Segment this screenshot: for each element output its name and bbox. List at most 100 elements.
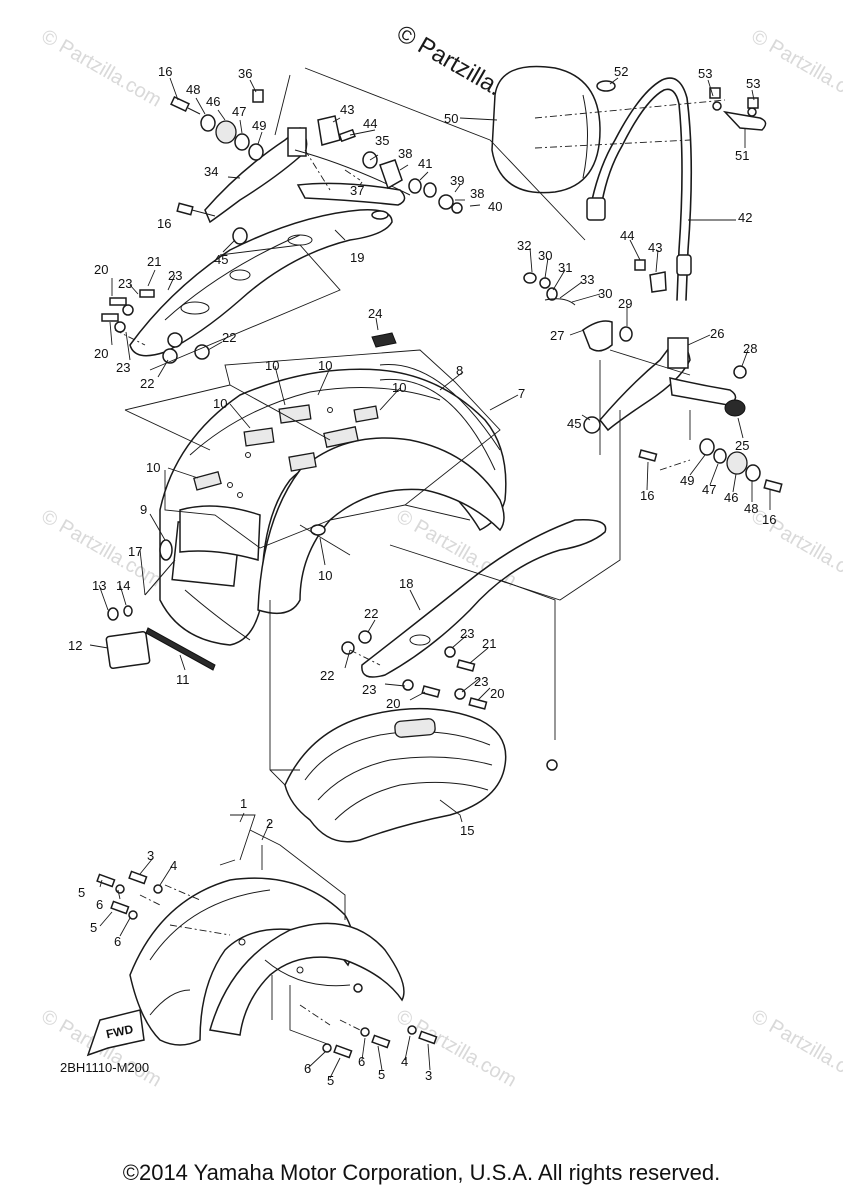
callout-43: 43 [340, 102, 354, 117]
fwd-label: FWD [105, 1022, 135, 1041]
left-side-bracket [204, 126, 411, 224]
right-rail [341, 519, 607, 710]
diagram-code: 2BH1110-M200 [60, 1060, 149, 1075]
callout-7: 7 [518, 386, 525, 401]
callout-23: 23 [362, 682, 376, 697]
leader-lines [89, 77, 771, 1079]
callout-30: 30 [598, 286, 612, 301]
callout-42: 42 [738, 210, 752, 225]
callout-22: 22 [320, 668, 334, 683]
left-rail [129, 209, 393, 357]
callout-5: 5 [327, 1073, 334, 1088]
callout-6: 6 [96, 897, 103, 912]
callout-22: 22 [364, 606, 378, 621]
front-fender [129, 877, 405, 1046]
callout-21: 21 [482, 636, 496, 651]
callout-32: 32 [517, 238, 531, 253]
callout-33: 33 [580, 272, 594, 287]
callout-20: 20 [386, 696, 400, 711]
callout-36: 36 [238, 66, 252, 81]
callout-10: 10 [318, 568, 332, 583]
callout-48: 48 [186, 82, 200, 97]
callout-22: 22 [140, 376, 154, 391]
callout-52: 52 [614, 64, 628, 79]
watermark: © Partzilla.com [748, 25, 843, 111]
callout-15: 15 [460, 823, 474, 838]
callout-28: 28 [743, 341, 757, 356]
callout-labels: 16 48 46 47 49 36 34 43 44 35 38 41 37 3… [68, 64, 776, 1088]
callout-49: 49 [252, 118, 266, 133]
watermark: © Partzilla.com [393, 1005, 521, 1091]
front-fender-hardware [96, 870, 438, 1059]
callout-23: 23 [118, 276, 132, 291]
callout-41: 41 [418, 156, 432, 171]
callout-47: 47 [702, 482, 716, 497]
watermark: © Partzilla.com [748, 1005, 843, 1091]
sissy-bar [534, 77, 726, 301]
callout-43: 43 [648, 240, 662, 255]
callout-50: 50 [444, 111, 458, 126]
callout-21: 21 [147, 254, 161, 269]
callout-5: 5 [90, 920, 97, 935]
callout-5: 5 [78, 885, 85, 900]
callout-53: 53 [698, 66, 712, 81]
callout-1: 1 [240, 796, 247, 811]
callout-53: 53 [746, 76, 760, 91]
callout-51: 51 [735, 148, 749, 163]
callout-22: 22 [222, 330, 236, 345]
callout-3: 3 [425, 1068, 432, 1083]
rear-fender [159, 332, 507, 646]
callout-26: 26 [710, 326, 724, 341]
callout-17: 17 [128, 544, 142, 559]
callout-34: 34 [204, 164, 218, 179]
callout-4: 4 [170, 858, 177, 873]
callout-10: 10 [213, 396, 227, 411]
inner-fender [284, 707, 558, 843]
group-lines [114, 67, 691, 1046]
callout-10: 10 [318, 358, 332, 373]
callout-40: 40 [488, 199, 502, 214]
callout-16: 16 [158, 64, 172, 79]
callout-23: 23 [460, 626, 474, 641]
callout-10: 10 [146, 460, 160, 475]
callout-24: 24 [368, 306, 382, 321]
callout-29: 29 [618, 296, 632, 311]
callout-4: 4 [401, 1054, 408, 1069]
callout-49: 49 [680, 473, 694, 488]
watermark: © Partzilla.com [38, 25, 166, 111]
callout-45: 45 [567, 416, 581, 431]
backrest-pad [491, 65, 616, 194]
callout-6: 6 [114, 934, 121, 949]
callout-10: 10 [392, 380, 406, 395]
callout-38: 38 [398, 146, 412, 161]
callout-6: 6 [358, 1054, 365, 1069]
callout-23: 23 [474, 674, 488, 689]
fwd-arrow: FWD [86, 1009, 145, 1057]
callout-12: 12 [68, 638, 82, 653]
callout-18: 18 [399, 576, 413, 591]
callout-44: 44 [363, 116, 377, 131]
callout-20: 20 [94, 262, 108, 277]
callout-19: 19 [350, 250, 364, 265]
right-side-bracket [523, 87, 783, 493]
callout-37: 37 [350, 183, 364, 198]
callout-48: 48 [744, 501, 758, 516]
callout-23: 23 [116, 360, 130, 375]
callout-20: 20 [94, 346, 108, 361]
callout-23: 23 [168, 268, 182, 283]
callout-6: 6 [304, 1061, 311, 1076]
callout-16: 16 [640, 488, 654, 503]
callout-47: 47 [232, 104, 246, 119]
callout-30: 30 [538, 248, 552, 263]
callout-25: 25 [735, 438, 749, 453]
callout-46: 46 [206, 94, 220, 109]
callout-27: 27 [550, 328, 564, 343]
callout-14: 14 [116, 578, 130, 593]
callout-16: 16 [762, 512, 776, 527]
callout-8: 8 [456, 363, 463, 378]
callout-38: 38 [470, 186, 484, 201]
callout-13: 13 [92, 578, 106, 593]
copyright-notice: ©2014 Yamaha Motor Corporation, U.S.A. A… [122, 1160, 721, 1185]
callout-46: 46 [724, 490, 738, 505]
